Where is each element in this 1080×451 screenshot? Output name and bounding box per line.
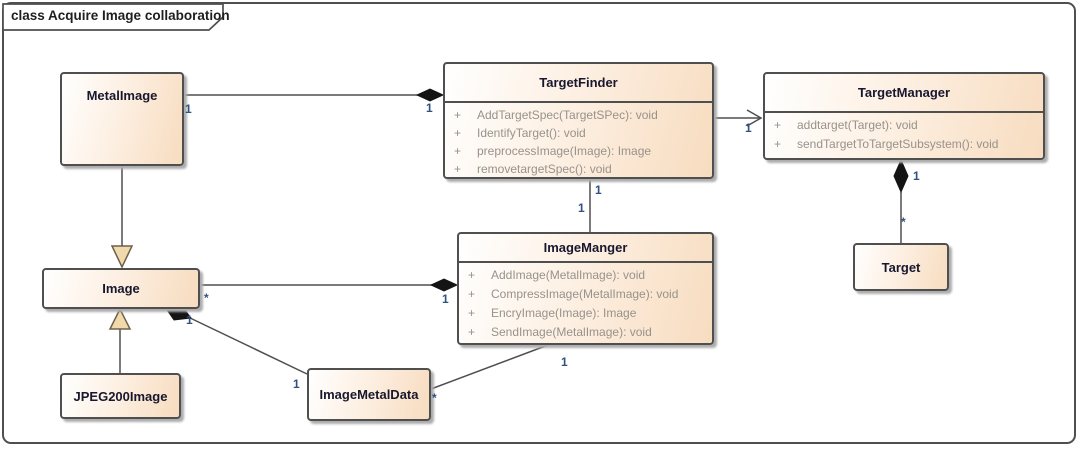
visibility: + — [468, 325, 476, 339]
method-signature: CompressImage(MetalImage): void — [491, 287, 679, 301]
multiplicity-label: 1 — [595, 183, 602, 197]
connector-image-imagemetaldata — [187, 316, 308, 375]
method-signature: preprocessImage(Image): Image — [477, 144, 652, 158]
method-signature: removetargetSpec(): void — [477, 162, 612, 176]
multiplicity-label: * — [901, 215, 906, 229]
visibility: + — [468, 268, 476, 282]
method: + CompressImage(MetalImage): void — [459, 285, 712, 304]
visibility: + — [468, 306, 476, 320]
open-arrowhead-icon — [746, 109, 763, 127]
generalization-arrow-icon — [108, 307, 132, 330]
connector-imagemanger-imagemetaldata — [430, 344, 549, 390]
class-name: MetalImage — [86, 88, 158, 103]
multiplicity-label: * — [432, 391, 437, 405]
class-name: Target — [881, 259, 921, 275]
visibility: + — [454, 144, 462, 158]
class-name: ImageManger — [459, 234, 712, 263]
method-list: + addtarget(Target): void + sendTargetToTa… — [765, 113, 1043, 154]
composition-diamond-icon — [415, 88, 445, 102]
composition-diamond-icon — [429, 278, 459, 292]
method: + SendImage(MetalImage): void — [459, 323, 712, 342]
method: + AddImage(MetalImage): void — [459, 266, 712, 285]
method-signature: addtarget(Target): void — [797, 118, 918, 132]
class-name: ImageMetalData — [319, 387, 419, 402]
multiplicity-label: 1 — [561, 355, 568, 369]
visibility: + — [774, 137, 782, 151]
method: + IdentifyTarget(): void — [445, 124, 712, 142]
multiplicity-label: 1 — [185, 102, 192, 116]
method: + preprocessImage(Image): Image — [445, 142, 712, 160]
visibility: + — [454, 126, 462, 140]
multiplicity-label: * — [204, 291, 209, 305]
class-imagemanger[interactable]: ImageManger + AddImage(MetalImage): void … — [457, 232, 714, 345]
multiplicity-label: 1 — [426, 101, 433, 115]
class-jpeg200image[interactable]: JPEG200Image — [60, 373, 181, 419]
method: + removetargetSpec(): void — [445, 160, 712, 178]
method-signature: EncryImage(Image): Image — [491, 306, 637, 320]
visibility: + — [454, 162, 462, 176]
class-targetfinder[interactable]: TargetFinder + AddTargetSpec(TargetSPec):… — [443, 62, 714, 179]
multiplicity-label: 1 — [578, 201, 585, 215]
class-image[interactable]: Image — [42, 268, 200, 309]
multiplicity-label: 1 — [745, 121, 752, 135]
visibility: + — [454, 108, 462, 122]
composition-diamond-icon — [893, 158, 909, 194]
class-name: Image — [102, 281, 140, 296]
method-list: + AddImage(MetalImage): void + CompressIma… — [459, 263, 712, 342]
class-target[interactable]: Target — [853, 243, 949, 291]
method: + sendTargetToTargetSubsystem(): void — [765, 135, 1043, 154]
class-targetmanager[interactable]: TargetManager + addtarget(Target): void +… — [763, 72, 1045, 160]
method-signature: AddTargetSpec(TargetSPec): void — [477, 108, 658, 122]
method-signature: sendTargetToTargetSubsystem(): void — [797, 137, 999, 151]
class-name: JPEG200Image — [73, 388, 168, 404]
class-imagemetaldata[interactable]: ImageMetalData — [307, 368, 431, 421]
diagram-tab — [2, 3, 224, 31]
method-list: + AddTargetSpec(TargetSPec): void + Identi… — [445, 103, 712, 178]
multiplicity-label: 1 — [293, 377, 300, 391]
method-signature: IdentifyTarget(): void — [477, 126, 586, 140]
method: + EncryImage(Image): Image — [459, 304, 712, 323]
method-signature: AddImage(MetalImage): void — [491, 268, 646, 282]
diagram-frame — [2, 2, 1076, 444]
multiplicity-label: 1 — [913, 169, 920, 183]
method-signature: SendImage(MetalImage): void — [491, 325, 652, 339]
visibility: + — [774, 118, 782, 132]
class-metalimage[interactable]: MetalImage — [60, 72, 184, 166]
diagram-title: class Acquire Image collaboration — [11, 8, 230, 23]
multiplicity-label: 1 — [442, 292, 449, 306]
class-name: TargetFinder — [445, 64, 712, 103]
class-name: TargetManager — [765, 74, 1043, 113]
multiplicity-label: 1 — [186, 313, 193, 327]
generalization-arrow-icon — [110, 245, 134, 269]
method: + AddTargetSpec(TargetSPec): void — [445, 106, 712, 124]
visibility: + — [468, 287, 476, 301]
method: + addtarget(Target): void — [765, 116, 1043, 135]
